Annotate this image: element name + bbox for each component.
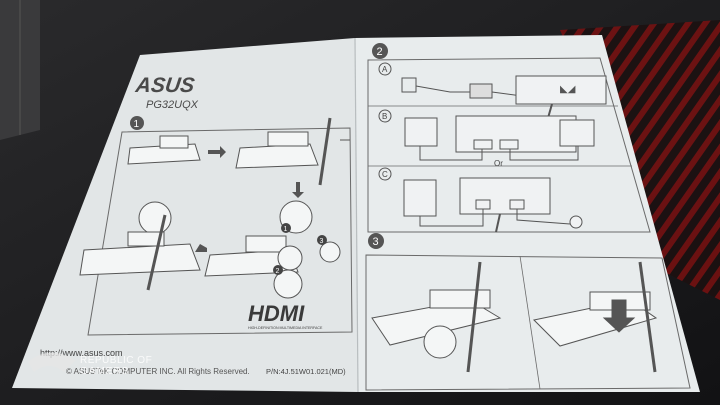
step3-panel xyxy=(365,254,691,391)
watermark-line1: REPUBLIC OF xyxy=(80,355,152,366)
step2-panel xyxy=(367,57,651,233)
step3-number-badge xyxy=(368,233,384,249)
or-label: Or xyxy=(494,159,503,168)
hdmi-logo: HDMI xyxy=(248,301,305,326)
callout-1: 1 xyxy=(284,226,288,233)
substep-a: A xyxy=(382,65,388,74)
usb-diagram xyxy=(403,177,583,233)
watermark-line2: GAMERS xyxy=(80,366,129,377)
rog-mark-a: ◣◢ xyxy=(560,84,576,95)
hdmi-tagline: HIGH-DEFINITION MULTIMEDIA INTERFACE xyxy=(248,326,323,330)
step3-sketch-left xyxy=(371,261,502,373)
step1-number: 1 xyxy=(134,119,140,130)
flow-arrows xyxy=(195,146,304,252)
step3-sketch-right xyxy=(532,261,658,373)
callout-3: 3 xyxy=(320,238,324,245)
callout-2: 2 xyxy=(276,268,280,275)
copyright-notice: © ASUSTeK COMPUTER INC. All Rights Reser… xyxy=(66,367,250,376)
step2-number: 2 xyxy=(377,46,383,58)
step3-number: 3 xyxy=(373,236,379,248)
model-number: PG32UQX xyxy=(146,99,199,111)
stand-sketch-3 xyxy=(79,201,201,291)
rog-logo xyxy=(28,352,76,372)
part-number: P/N:4J.51W01.021(MD) xyxy=(266,367,346,376)
power-diagram xyxy=(401,75,607,119)
left-page xyxy=(12,38,358,392)
substep-c: C xyxy=(382,170,388,179)
asus-logo: ASUS xyxy=(133,74,196,97)
video-diagram xyxy=(404,115,595,161)
substep-b: B xyxy=(382,112,387,121)
step2-number-badge xyxy=(372,43,388,59)
asus-url: http://www.asus.com xyxy=(40,348,123,358)
step1-number-badge xyxy=(130,116,144,130)
stand-sketch-2 xyxy=(235,117,350,186)
stand-sketch-1 xyxy=(127,135,201,165)
